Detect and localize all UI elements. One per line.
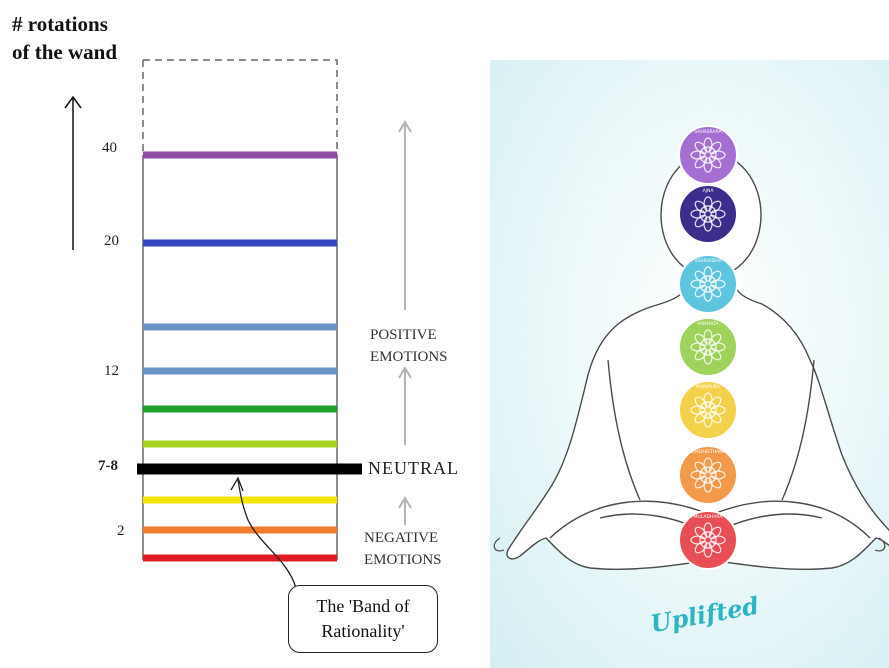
color-band [143,527,337,534]
chakra-svadhisthana-icon: SVADHISTHANA [679,446,737,504]
chakra-sahasrara-icon: SAHASRARA [679,126,737,184]
chakra-ajna-icon: AJNA [679,185,737,243]
chakra-label: MANIPURA [696,384,721,390]
band-neutral [137,464,362,475]
chakra-label: VISHUDDHA [694,258,722,264]
chakra-label: ANAHATA [697,321,719,327]
meditating-figure: SAHASRARA AJNA VISHUDDHA ANAHATA MANIPURA SVA… [490,60,889,668]
color-band [143,497,337,504]
chakra-vishuddha-icon: VISHUDDHA [679,255,737,313]
color-band [143,441,337,448]
color-band [143,324,337,331]
tick-20: 20 [104,233,119,250]
color-band [143,368,337,375]
color-band [143,555,337,562]
neutral-label: NEUTRAL [368,458,459,479]
scale-frame-dashed [143,60,337,155]
chakra-label: MULADHARA [694,514,724,520]
positive-emotions-label: POSITIVE EMOTIONS [370,324,448,368]
tick-40: 40 [102,140,117,157]
color-band [143,152,337,159]
color-band [143,406,337,413]
chakra-label: SVADHISTHANA [690,449,726,455]
chakra-label: AJNA [703,188,715,194]
band-of-rationality-callout: The 'Band of Rationality' [288,585,438,653]
chakra-anahata-icon: ANAHATA [679,318,737,376]
tick-2: 2 [117,523,125,540]
chakra-manipura-icon: MANIPURA [679,381,737,439]
tick-7-8: 7-8 [98,458,118,475]
chakra-label: SAHASRARA [694,129,722,135]
chakra-illustration-panel: SAHASRARA AJNA VISHUDDHA ANAHATA MANIPURA SVA… [490,60,889,668]
up-arrow [65,97,81,250]
chakra-muladhara-icon: MULADHARA [679,511,737,569]
color-band [143,240,337,247]
tick-12: 12 [104,363,119,380]
negative-emotions-label: NEGATIVE EMOTIONS [364,527,442,571]
